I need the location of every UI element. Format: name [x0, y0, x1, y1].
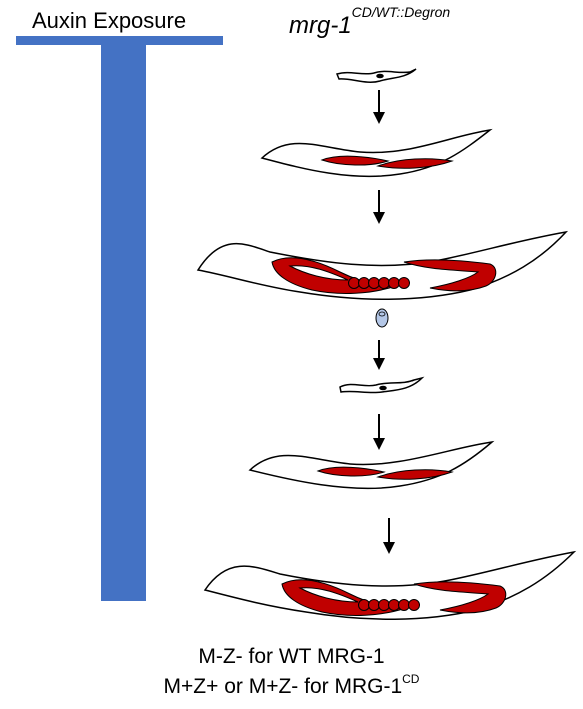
arrow-5 — [383, 518, 395, 554]
arrow-3 — [373, 340, 385, 370]
caption-line-2-base: M+Z+ or M+Z- for MRG-1 — [164, 675, 403, 698]
worm-early-larva — [337, 69, 416, 82]
auxin-exposure-label: Auxin Exposure — [32, 8, 186, 34]
embryo — [376, 309, 388, 327]
worm-late-larva-next-gen — [250, 442, 492, 488]
caption-line-1: M-Z- for WT MRG-1 — [0, 645, 583, 669]
arrow-4 — [373, 414, 385, 450]
worm-early-larva-next-gen — [340, 378, 422, 393]
arrow-1 — [373, 90, 385, 124]
strain-superscript: CD/WT::Degron — [352, 4, 451, 20]
strain-label: mrg-1CD/WT::Degron — [289, 12, 450, 40]
auxin-bar-vertical — [101, 40, 146, 601]
strain-gene: mrg-1 — [289, 12, 352, 39]
worm-adult — [198, 232, 566, 299]
worm-adult-next-gen — [205, 552, 574, 619]
caption-line-2-sup: CD — [402, 672, 419, 686]
arrow-2 — [373, 190, 385, 224]
worm-late-larva — [262, 130, 490, 176]
caption-line-2: M+Z+ or M+Z- for MRG-1CD — [0, 675, 583, 699]
